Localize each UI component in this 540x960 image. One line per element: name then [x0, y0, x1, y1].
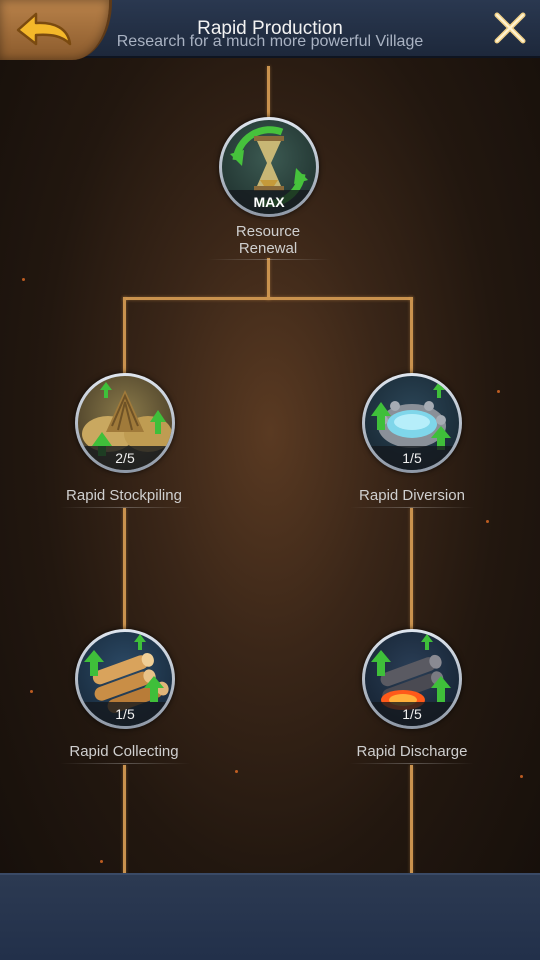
- node-level: MAX: [222, 190, 316, 214]
- node-level: 1/5: [365, 702, 459, 726]
- page-title: Rapid Production: [197, 18, 343, 39]
- node-ring: 1/5: [362, 629, 462, 729]
- connector-line: [410, 508, 413, 630]
- ember-spark: [22, 278, 25, 281]
- close-button[interactable]: [490, 8, 530, 48]
- connector-line: [123, 508, 126, 630]
- footer-bar: [0, 873, 540, 960]
- node-icon-frame: 2/5: [78, 376, 172, 470]
- node-ring: 1/5: [75, 629, 175, 729]
- node-label: Rapid Collecting: [69, 743, 179, 760]
- hourglass-icon: [230, 126, 308, 208]
- ember-spark: [486, 520, 489, 523]
- node-icon-frame: MAX: [222, 120, 316, 214]
- connector-line: [410, 297, 413, 375]
- back-button[interactable]: [0, 0, 112, 60]
- back-arrow-icon: [16, 12, 72, 46]
- node-label: Rapid Diversion: [359, 487, 465, 504]
- node-ring: 2/5: [75, 373, 175, 473]
- close-icon: [494, 12, 526, 44]
- node-label: Rapid Stockpiling: [66, 487, 182, 504]
- connector-line: [123, 297, 126, 375]
- node-level: 1/5: [365, 446, 459, 470]
- node-rapid-diversion[interactable]: 1/5: [362, 373, 462, 473]
- ember-spark: [235, 770, 238, 773]
- label-underline: [350, 507, 474, 508]
- label-underline: [60, 763, 190, 764]
- node-level: 1/5: [78, 702, 172, 726]
- node-label-text: Resource Renewal: [235, 223, 301, 257]
- node-resource-renewal[interactable]: MAX: [219, 117, 319, 217]
- connector-line: [267, 258, 270, 300]
- node-level: 2/5: [78, 446, 172, 470]
- ember-spark: [30, 690, 33, 693]
- label-underline: [60, 507, 190, 508]
- connector-line: [123, 297, 413, 300]
- label-underline: [208, 259, 330, 260]
- node-icon-frame: 1/5: [78, 632, 172, 726]
- node-ring: 1/5: [362, 373, 462, 473]
- connector-line: [267, 66, 270, 118]
- node-rapid-discharge[interactable]: 1/5: [362, 629, 462, 729]
- stone-well-icon: [371, 382, 451, 450]
- node-icon-frame: 1/5: [365, 376, 459, 470]
- ember-spark: [520, 775, 523, 778]
- ember-spark: [100, 860, 103, 863]
- connector-line: [123, 765, 126, 875]
- burning-coal-icon: [371, 634, 451, 710]
- node-icon-frame: 1/5: [365, 632, 459, 726]
- footer-text: Research for a much more powerful Villag…: [116, 33, 424, 50]
- node-rapid-stockpiling[interactable]: 2/5: [75, 373, 175, 473]
- haystack-icon: [82, 382, 172, 456]
- connector-line: [410, 765, 413, 875]
- node-label: Resource Renewal: [188, 223, 348, 257]
- label-underline: [350, 763, 474, 764]
- node-rapid-collecting[interactable]: 1/5: [75, 629, 175, 729]
- node-ring: MAX: [219, 117, 319, 217]
- ember-spark: [497, 390, 500, 393]
- node-label: Rapid Discharge: [356, 743, 468, 760]
